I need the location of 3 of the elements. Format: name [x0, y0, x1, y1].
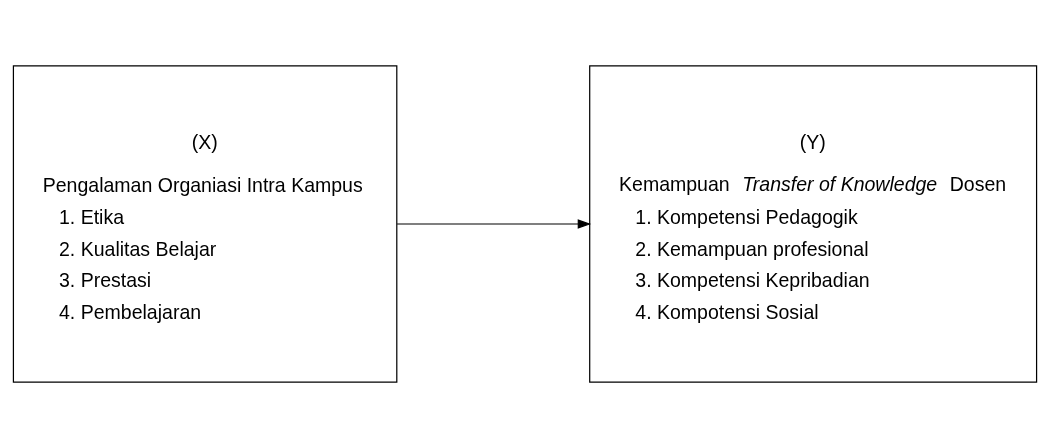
- node-box: (X) Pengalaman Organiasi Intra Kampus 1. Etika 2. Kualitas Belajar 3. Prestasi 4. Pembelajaran: [12, 64, 398, 383]
- arrow: [396, 218, 592, 229]
- node-box: (Y) Kemampuan Transfer of Knowledge Dosen 1. Kompetensi Pedagogik 2. Kemampuan profesional 3. Kompetensi Kepribadian 4. Kompotensi Sosial: [589, 64, 1038, 383]
